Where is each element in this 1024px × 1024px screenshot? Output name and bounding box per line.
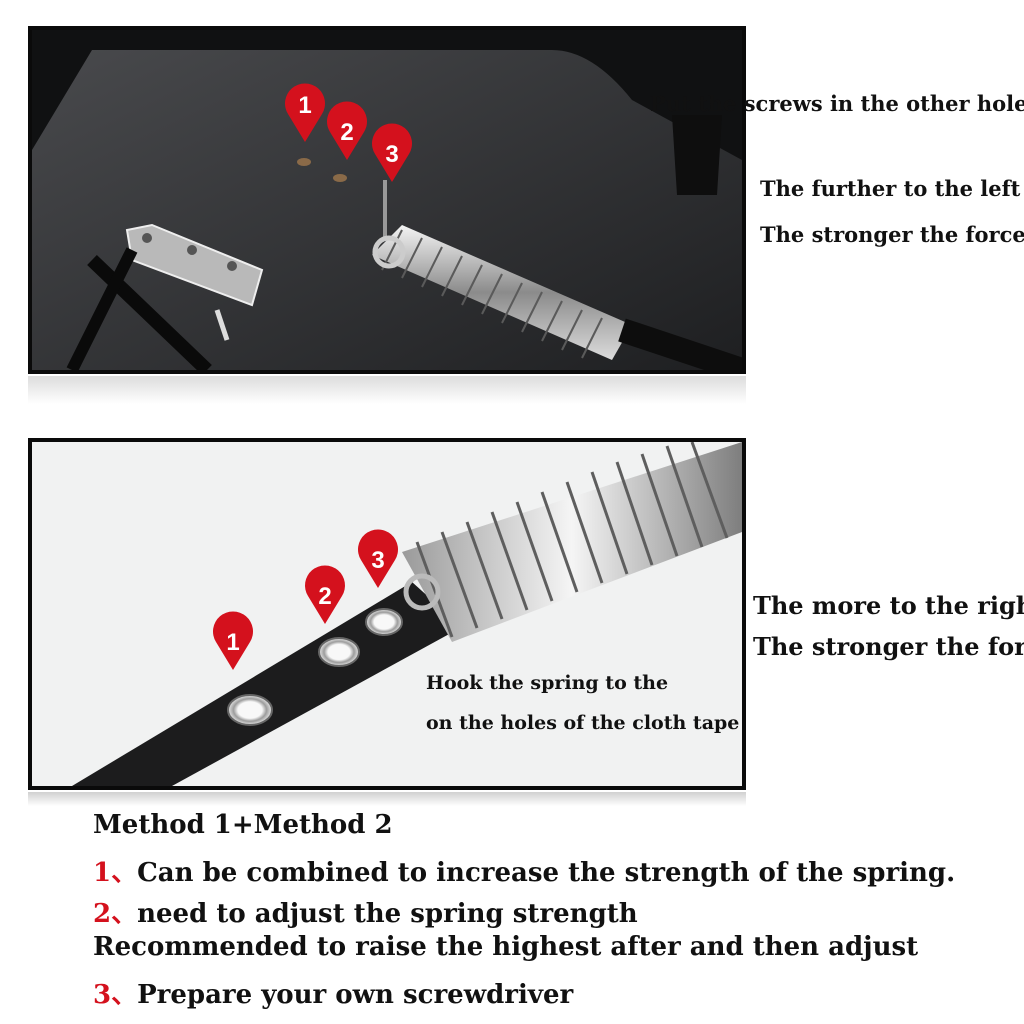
instruction-text: Prepare your own screwdriver (137, 980, 574, 1010)
top-photo-illustration: 1 2 3 (32, 30, 742, 370)
top-note-line1: The further to the left (760, 176, 1021, 201)
marker-2: 2 (327, 101, 367, 160)
svg-text:1: 1 (298, 92, 311, 119)
instruction-text: need to adjust the spring strength (137, 899, 638, 929)
svg-text:2: 2 (318, 583, 331, 610)
instruction-text: Can be combined to increase the strength… (137, 858, 956, 888)
instructions-heading: Method 1+Method 2 (93, 810, 393, 840)
top-note-line2: The stronger the force (760, 222, 1024, 247)
instruction-number: 1、 (93, 858, 138, 888)
instruction-item-1: 1、Can be combined to increase the streng… (93, 852, 955, 889)
bottom-caption-line1: Hook the spring to the (426, 672, 669, 694)
instruction-item-3: 3、Prepare your own screwdriver (93, 974, 573, 1011)
bottom-photo-illustration: 1 2 3 (32, 442, 742, 786)
marker-3: 3 (358, 529, 399, 588)
instruction-item-2: 2、need to adjust the spring strength (93, 893, 638, 930)
top-product-photo: 1 2 3 (28, 26, 746, 374)
instruction-text: Recommended to raise the highest after a… (93, 932, 919, 962)
instruction-number: 3、 (93, 980, 138, 1010)
bottom-photo-shadow (28, 792, 746, 806)
cloth-tape (72, 582, 462, 786)
svg-text:3: 3 (385, 141, 398, 168)
instruction-item-2-continued: Recommended to raise the highest after a… (93, 932, 918, 962)
svg-text:1: 1 (226, 629, 239, 656)
bottom-note-line2: The stronger the force (753, 632, 1024, 661)
top-photo-shadow (28, 376, 746, 404)
bottom-caption-line2: on the holes of the cloth tape (426, 712, 740, 734)
svg-text:3: 3 (371, 547, 384, 574)
marker-3: 3 (372, 123, 412, 182)
marker-1: 1 (285, 83, 325, 142)
bottom-note-line1: The more to the right (753, 591, 1024, 620)
bottom-product-photo: 1 2 3 Hook the spring to the on the hole… (28, 438, 746, 790)
tension-spring-top (372, 180, 742, 370)
marker-2: 2 (304, 565, 345, 624)
tension-spring-bottom (402, 442, 742, 642)
top-note-title: Put the screws in the other holes (650, 91, 1024, 116)
instruction-number: 2、 (93, 899, 138, 929)
svg-text:2: 2 (340, 119, 353, 146)
marker-1: 1 (213, 611, 253, 670)
